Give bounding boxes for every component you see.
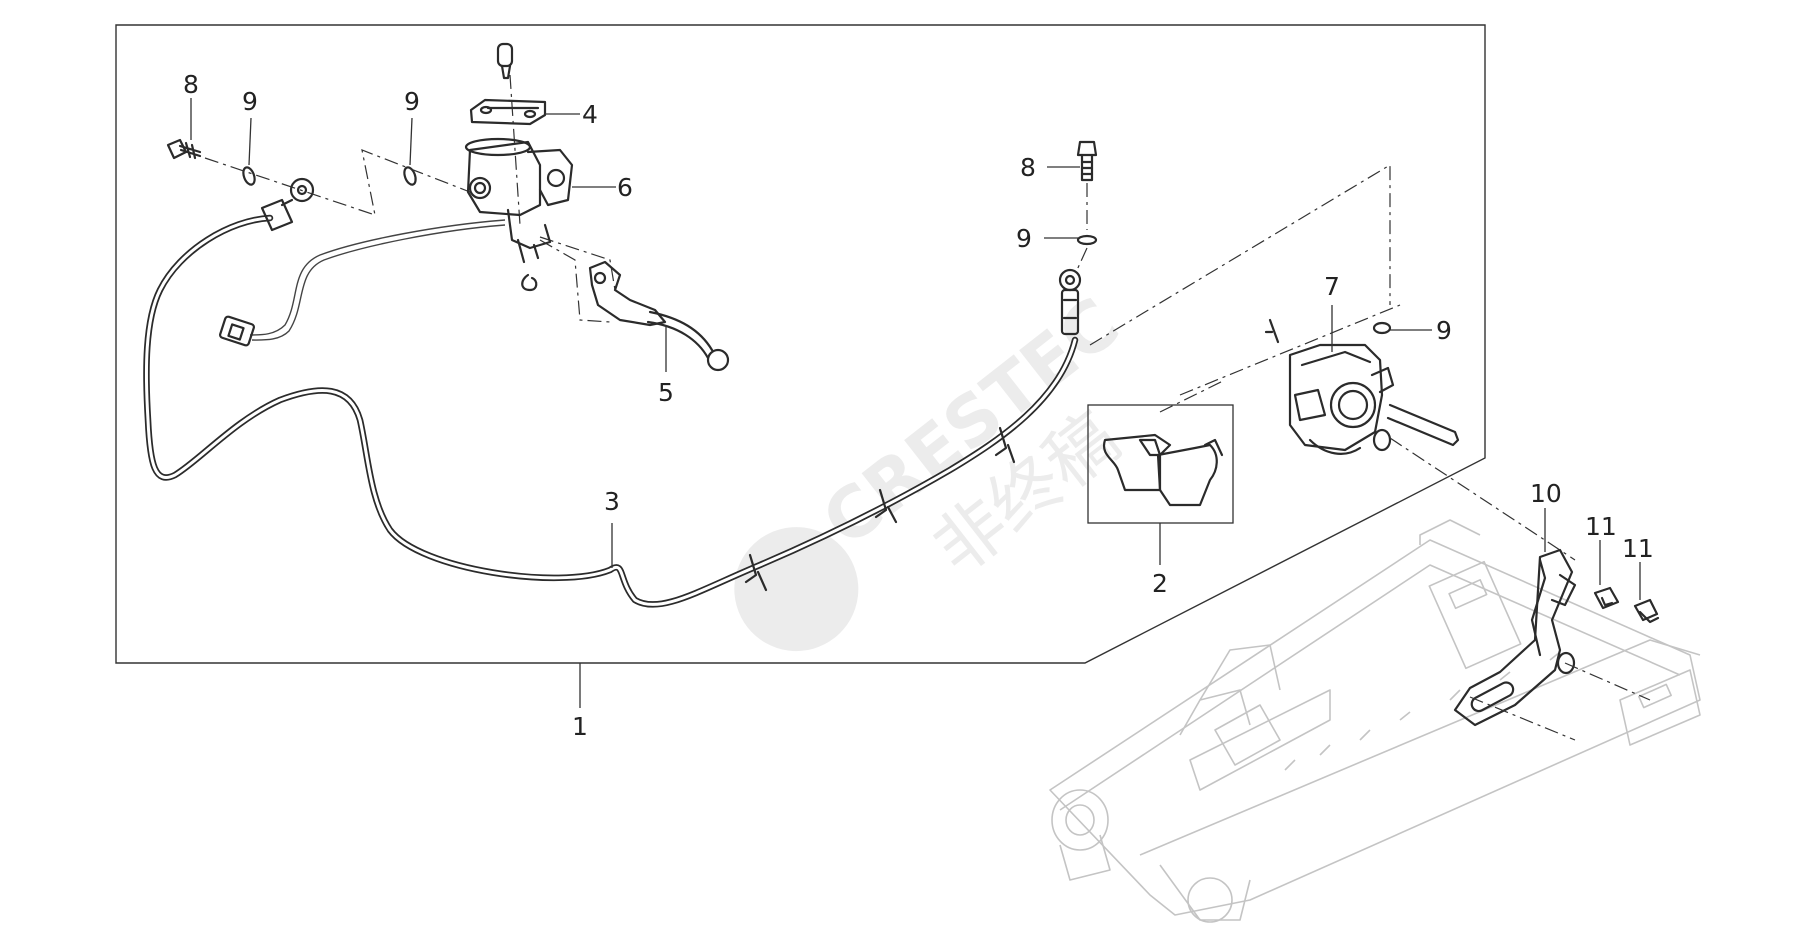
washer-9b-icon xyxy=(403,166,417,186)
caliper-bracket xyxy=(1453,548,1577,727)
callout-2: 2 xyxy=(1152,569,1168,598)
banjo-bolt-left xyxy=(166,138,202,160)
callout-7: 7 xyxy=(1324,272,1340,301)
callout-8-right: 8 xyxy=(1020,153,1036,182)
washer-9d-icon xyxy=(1372,321,1392,335)
callout-8-left: 8 xyxy=(183,70,199,99)
swingarm-ghost xyxy=(1049,519,1701,923)
assembly-line-lever xyxy=(539,236,616,323)
callout-3: 3 xyxy=(604,487,620,516)
brake-lever xyxy=(588,260,730,372)
master-cylinder xyxy=(464,137,574,292)
callout-10: 10 xyxy=(1530,479,1562,508)
switch-wire xyxy=(219,219,506,347)
callout-9-a: 9 xyxy=(242,87,258,116)
washer-9a-icon xyxy=(242,166,256,186)
callout-6: 6 xyxy=(617,173,633,202)
callout-5: 5 xyxy=(658,378,674,407)
callout-9-c: 9 xyxy=(1016,224,1032,253)
washer-9c-icon xyxy=(1076,234,1098,246)
bracket-bolts xyxy=(1593,586,1660,624)
callout-11-b: 11 xyxy=(1622,534,1654,563)
assembly-line-right-bolt xyxy=(1076,183,1088,271)
watermark-logo-icon xyxy=(734,527,859,652)
brake-pads xyxy=(1087,404,1234,524)
assembly-line-left xyxy=(204,149,471,216)
callout-11-a: 11 xyxy=(1585,512,1617,541)
assembly-line-caliper xyxy=(1089,163,1401,413)
banjo-bolt-right xyxy=(1076,140,1098,182)
callout-9-d: 9 xyxy=(1436,316,1452,345)
leader-9a xyxy=(248,117,252,166)
leader-9b xyxy=(409,117,413,166)
assembly-line-pin xyxy=(509,74,521,226)
callout-4: 4 xyxy=(582,100,598,129)
brake-hose xyxy=(143,177,1082,608)
assembly-line-bracket xyxy=(1389,437,1651,741)
brake-caliper xyxy=(1264,318,1460,455)
callout-1: 1 xyxy=(572,712,588,741)
callout-9-b: 9 xyxy=(404,87,420,116)
reservoir-cap xyxy=(469,42,547,126)
kit-frame xyxy=(115,24,1486,664)
